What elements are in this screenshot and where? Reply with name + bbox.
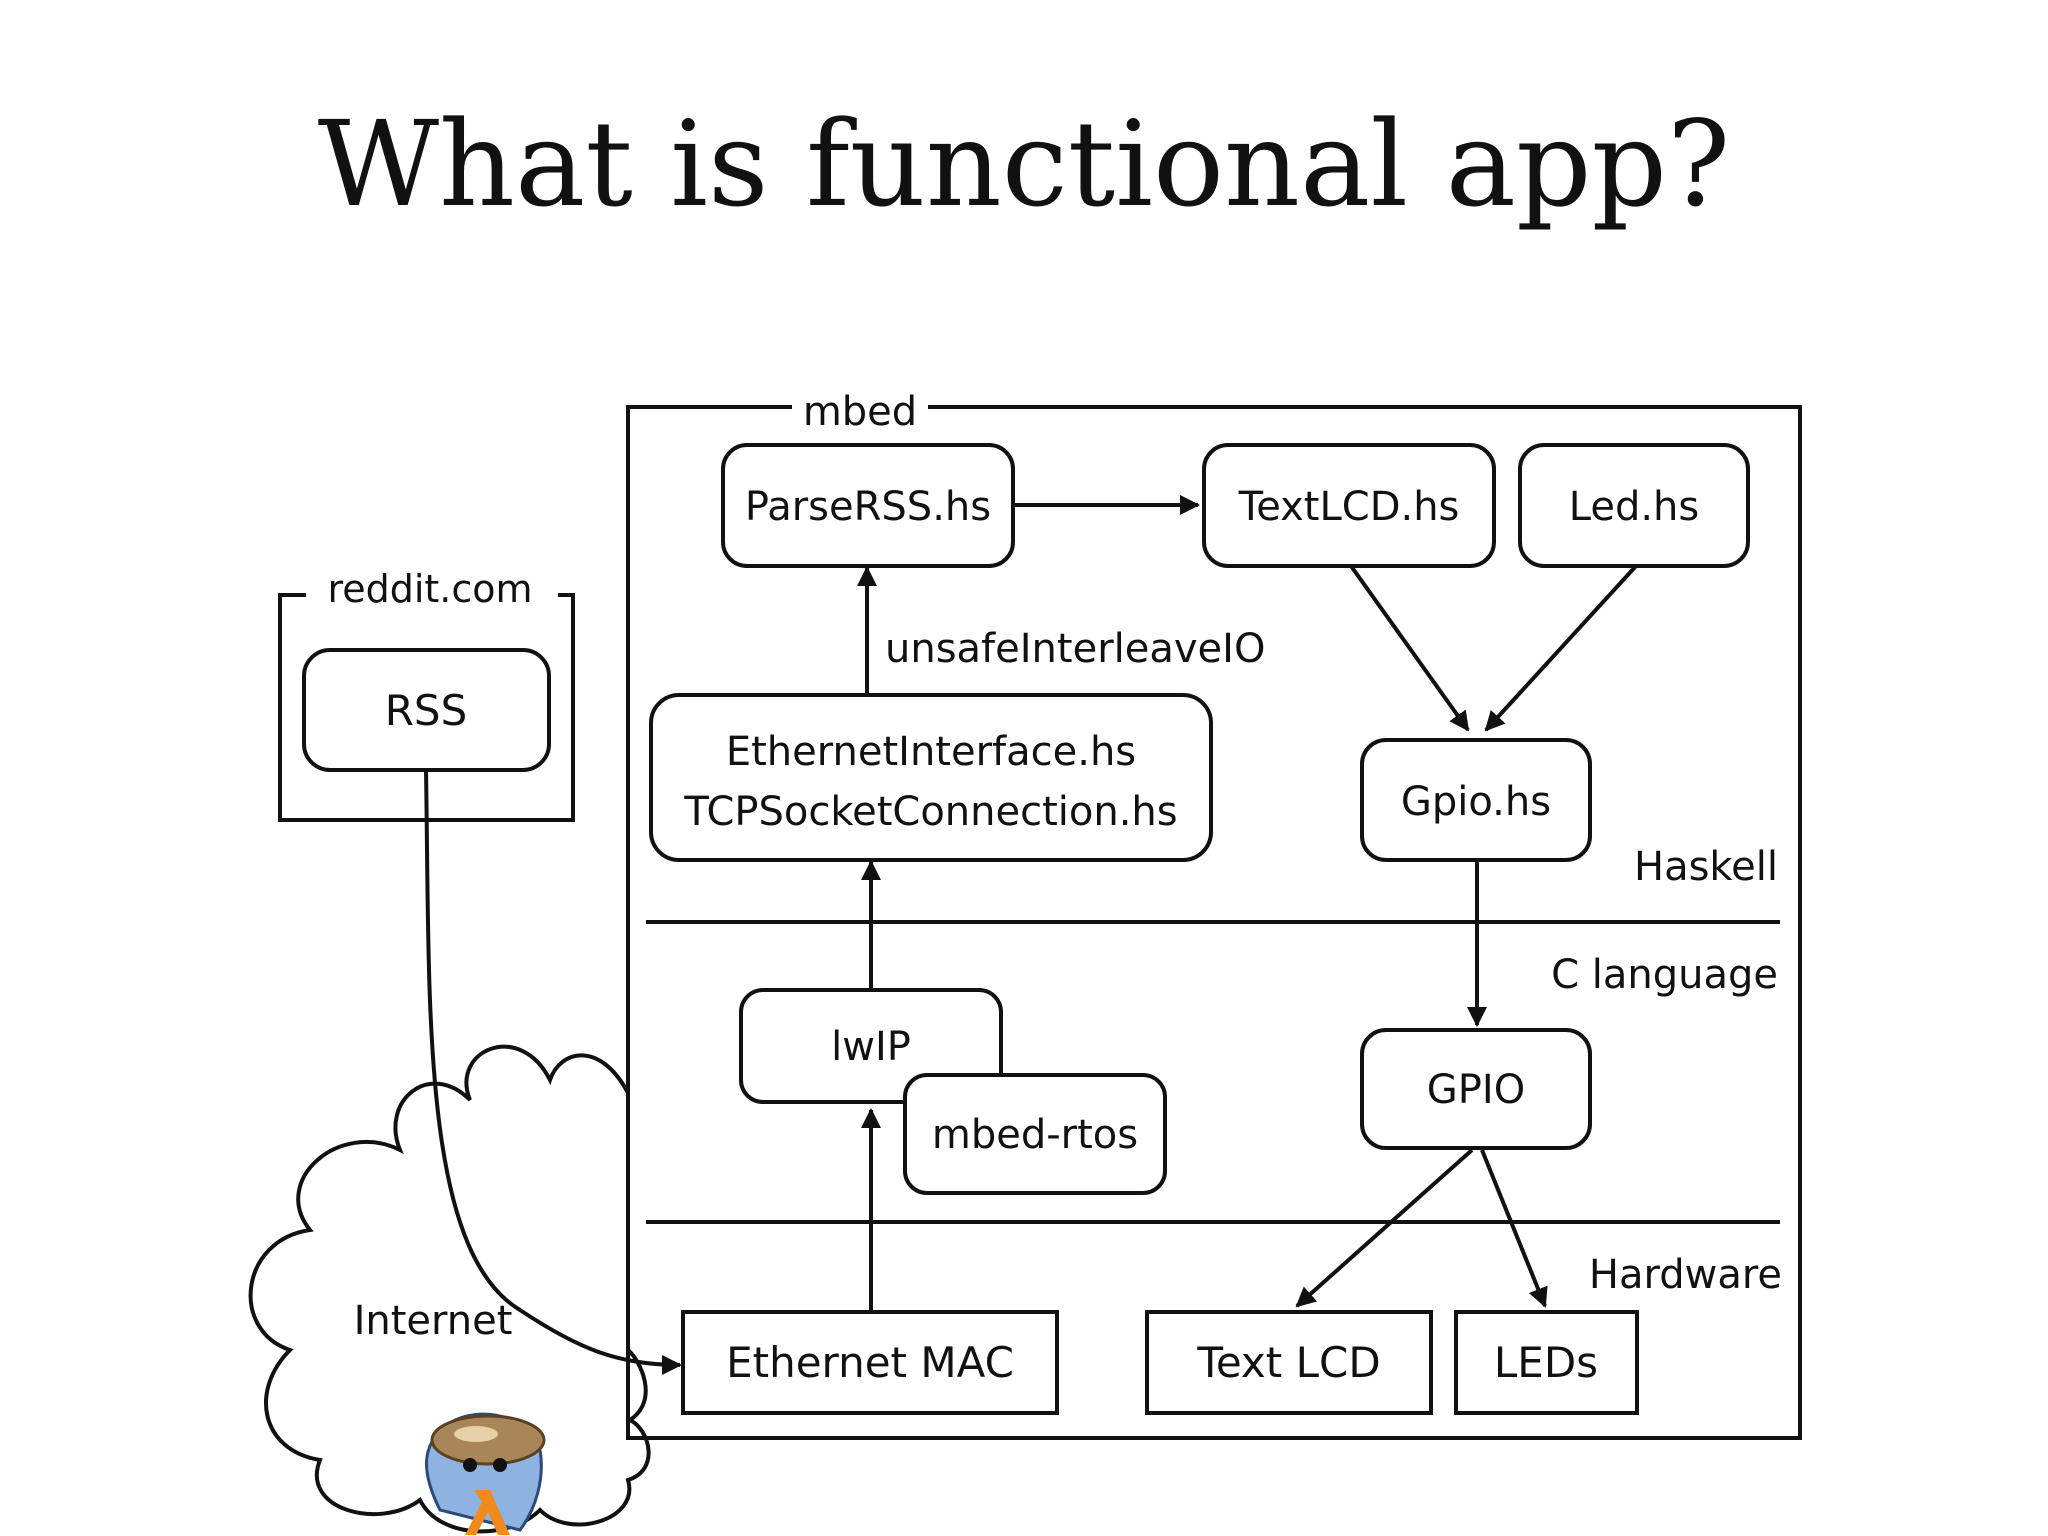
edge-label-unsafe-interleave: unsafeInterleaveIO [885, 626, 1265, 672]
leds-node [1454, 1310, 1639, 1415]
layer-label-hardware: Hardware [1589, 1252, 1782, 1298]
edge-led-hs-to-gpio-hs [1484, 564, 1638, 732]
text-lcd-hs-node [1202, 443, 1496, 568]
led-hs-label: Led.hs [1569, 484, 1700, 530]
reddit-group-label: reddit.com [327, 567, 532, 611]
mbed-group-label: mbed [803, 389, 917, 435]
mbed-group: mbed [626, 389, 1802, 1440]
layer-label-c-language: C language [1551, 952, 1778, 998]
layer-label-haskell: Haskell [1634, 844, 1778, 890]
ethernet-mac-node [681, 1310, 1059, 1415]
slide-title: What is functional app? [317, 95, 1731, 233]
lwip-label: lwIP [831, 1024, 911, 1070]
text-lcd-node [1145, 1310, 1433, 1415]
text-lcd-hs-label: TextLCD.hs [1238, 484, 1460, 530]
edge-rss-to-ethernet-mac [424, 769, 682, 1375]
parse-rss-label: ParseRSS.hs [745, 484, 991, 530]
gpio-hs-node [1360, 738, 1592, 862]
mbed-rtos-label: mbed-rtos [932, 1112, 1138, 1158]
gpio-node [1360, 1028, 1592, 1150]
gpio-label: GPIO [1427, 1067, 1525, 1113]
haskell-crab-mascot-icon [425, 1412, 546, 1535]
gpio-hs-label: Gpio.hs [1401, 779, 1551, 825]
parse-rss-node [721, 443, 1015, 568]
tcp-socket-label: TCPSocketConnection.hs [683, 789, 1177, 835]
edge-text-lcd-hs-to-gpio-hs [1349, 564, 1470, 732]
leds-label: LEDs [1494, 1338, 1598, 1387]
ethernet-interface-node [649, 693, 1213, 862]
text-lcd-label: Text LCD [1196, 1338, 1380, 1387]
rss-label: RSS [385, 686, 468, 735]
internet-label: Internet [354, 1298, 513, 1344]
led-hs-node [1518, 443, 1750, 568]
mbed-rtos-node [903, 1073, 1167, 1195]
ethernet-mac-label: Ethernet MAC [726, 1338, 1014, 1387]
edge-gpio-to-leds [1480, 1149, 1548, 1308]
edge-gpio-to-text-lcd [1295, 1148, 1474, 1308]
ethernet-interface-label: EthernetInterface.hs [726, 729, 1136, 775]
internet-cloud: Internet [248, 1044, 651, 1534]
